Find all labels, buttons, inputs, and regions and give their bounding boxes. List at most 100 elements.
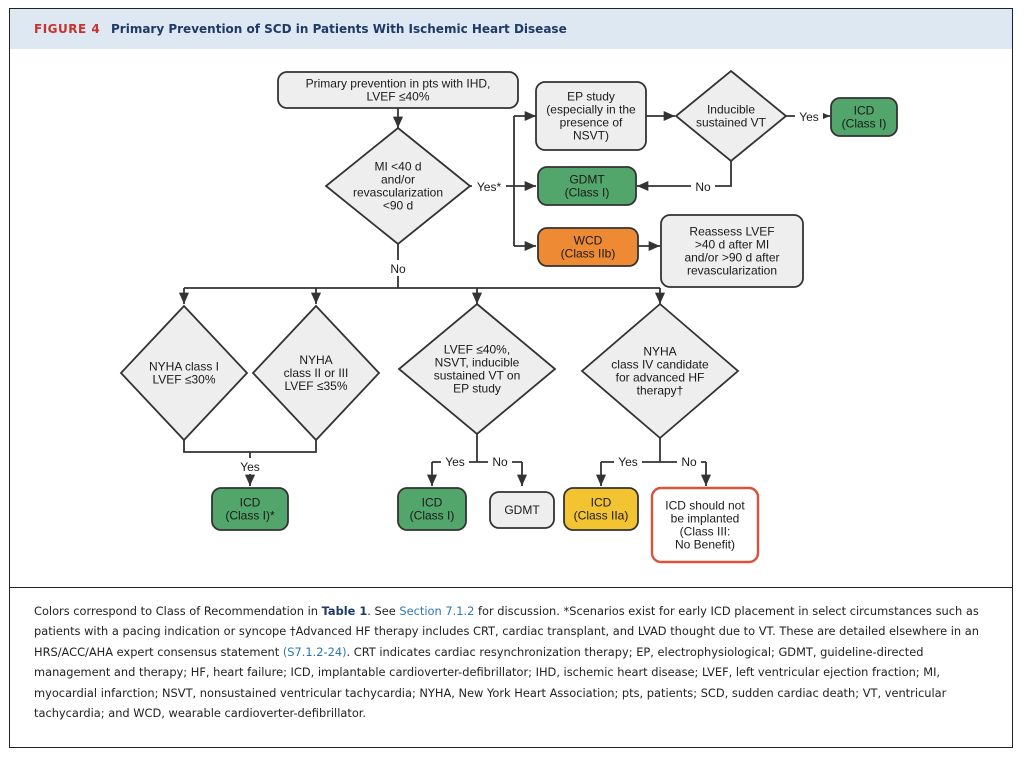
figure-title: Primary Prevention of SCD in Patients Wi… — [111, 22, 567, 36]
icd-not-implanted-class-iii-node-text: ICD should not — [665, 499, 745, 513]
start-node-shape — [277, 71, 519, 109]
mi-revascularization-decision-text: and/or — [381, 173, 415, 187]
icd-class-i-node: ICD(Class I) — [830, 97, 898, 137]
nyha-class-ii-iii-decision-shape — [251, 304, 381, 442]
icd-class-iia-node-shape — [563, 487, 639, 531]
figure-label: FIGURE 4 — [34, 22, 101, 36]
icd-class-i-node-shape — [830, 97, 898, 137]
lvef-nsvt-inducible-vt-decision-text: EP study — [453, 382, 501, 396]
figure-header: FIGURE 4 Primary Prevention of SCD in Pa… — [10, 9, 1012, 49]
mi-revascularization-decision-text: <90 d — [383, 199, 413, 213]
mi-revascularization-decision-text: revascularization — [353, 186, 443, 200]
inducible-vt-decision-shape — [674, 69, 788, 163]
section-link[interactable]: Section 7.1.2 — [399, 604, 475, 618]
icd-not-implanted-class-iii-node-text: No Benefit) — [675, 538, 735, 552]
lvef-nsvt-inducible-vt-decision-text: LVEF ≤40%, — [444, 343, 510, 357]
nyha-class-iv-decision-text: for advanced HF — [616, 371, 705, 385]
caption-text: . CRT indicates cardiac resynchronizatio… — [34, 644, 947, 721]
no-label: No — [681, 455, 697, 469]
gdmt-class-i-node-text: (Class I) — [565, 186, 610, 200]
ep-study-node-text: EP study — [567, 90, 615, 104]
edge-labels: Yes* Yes No No Yes Yes No Yes No — [234, 108, 823, 474]
start-node-text: Primary prevention in pts with IHD, — [306, 77, 491, 91]
caption-text: Colors correspond to Class of Recommenda… — [34, 604, 322, 618]
gdmt-class-i-node: GDMT(Class I) — [537, 166, 637, 206]
wcd-class-iib-node-shape — [537, 227, 639, 267]
no-label: No — [390, 262, 406, 276]
caption-divider — [10, 587, 1012, 588]
icd-not-implanted-class-iii-node-shape — [650, 486, 760, 564]
nyha-class-i-decision-text: NYHA class I — [149, 360, 219, 374]
icd-not-implanted-class-iii-node-text: (Class III: — [680, 525, 731, 539]
yes-label: Yes — [445, 455, 465, 469]
lvef-nsvt-inducible-vt-decision-text: sustained VT on — [434, 369, 521, 383]
figure-caption: Colors correspond to Class of Recommenda… — [34, 601, 990, 723]
icd-class-i-node: ICD(Class I) — [397, 487, 467, 531]
icd-class-i-node-shape — [397, 487, 467, 531]
nyha-class-iv-decision-text: therapy† — [637, 384, 684, 398]
nyha-class-iv-decision-text: class IV candidate — [611, 358, 709, 372]
yes-label: Yes — [240, 460, 260, 474]
nyha-class-ii-iii-decision-text: NYHA — [299, 353, 332, 367]
caption-text: for discussion. *Scenarios exist for ear… — [34, 604, 979, 659]
nyha-class-i-decision-shape — [119, 304, 249, 442]
wcd-class-iib-node: WCD(Class IIb) — [537, 227, 639, 267]
icd-class-iia-node: ICD(Class IIa) — [563, 487, 639, 531]
reference-link[interactable]: (S7.1.2-24) — [282, 644, 347, 659]
yes-label: Yes — [618, 455, 638, 469]
yes-label: Yes — [799, 110, 819, 124]
ep-study-node-text: NSVT) — [573, 129, 609, 143]
icd-class-i-star-node: ICD(Class I)* — [211, 487, 289, 531]
icd-not-implanted-class-iii-node-text: be implanted — [671, 512, 740, 526]
icd-class-i-node-text: ICD — [854, 104, 875, 118]
mi-revascularization-decision-text: MI <40 d — [374, 160, 421, 174]
flowchart: Yes* Yes No No Yes Yes No Yes No Primary… — [119, 69, 898, 564]
gdmt-node-text: GDMT — [504, 503, 540, 517]
icd-class-i-star-node-text: ICD — [240, 496, 261, 510]
reassess-lvef-node-text: revascularization — [687, 264, 777, 278]
mi-revascularization-decision-shape — [324, 126, 472, 246]
wcd-class-iib-node-text: WCD — [574, 234, 603, 248]
gdmt-class-i-node-shape — [537, 166, 637, 206]
ep-study-node-text: presence of — [560, 116, 623, 130]
flowchart-connectors — [178, 108, 830, 486]
reassess-lvef-node-text: >40 d after MI — [695, 238, 769, 252]
inducible-vt-decision-text: sustained VT — [696, 116, 767, 130]
nyha-class-iv-decision-text: NYHA — [643, 345, 676, 359]
icd-class-i-star-node-shape — [211, 487, 289, 531]
gdmt-node-shape — [489, 491, 555, 529]
no-label: No — [492, 455, 508, 469]
reassess-lvef-node-text: and/or >90 d after — [684, 251, 779, 265]
nyha-class-iv-decision-shape — [580, 302, 740, 440]
icd-class-i-star-node-text: (Class I)* — [225, 509, 275, 523]
ep-study-node-shape — [535, 81, 647, 151]
nyha-class-ii-iii-decision-text: class II or III — [284, 366, 349, 380]
no-label: No — [695, 180, 711, 194]
start-node: Primary prevention in pts with IHD,LVEF … — [277, 71, 519, 109]
yes-star-label: Yes* — [477, 180, 502, 194]
reassess-lvef-node-text: Reassess LVEF — [689, 225, 774, 239]
icd-class-iia-node-text: (Class IIa) — [574, 509, 629, 523]
reassess-lvef-node-shape — [660, 214, 804, 288]
start-node-text: LVEF ≤40% — [366, 90, 429, 104]
icd-class-i-node-text: (Class I) — [842, 117, 887, 131]
gdmt-node: GDMT — [489, 491, 555, 529]
flowchart-nodes: Primary prevention in pts with IHD,LVEF … — [119, 69, 898, 564]
nyha-class-i-decision-text: LVEF ≤30% — [152, 373, 215, 387]
lvef-nsvt-inducible-vt-decision-text: NSVT, inducible — [435, 356, 520, 370]
ep-study-node-text: (especially in the — [546, 103, 636, 117]
gdmt-class-i-node-text: GDMT — [569, 173, 605, 187]
wcd-class-iib-node-text: (Class IIb) — [561, 247, 616, 261]
inducible-vt-decision-text: Inducible — [707, 103, 755, 117]
table-link[interactable]: Table 1 — [321, 604, 368, 618]
icd-class-iia-node-text: ICD — [591, 496, 612, 510]
